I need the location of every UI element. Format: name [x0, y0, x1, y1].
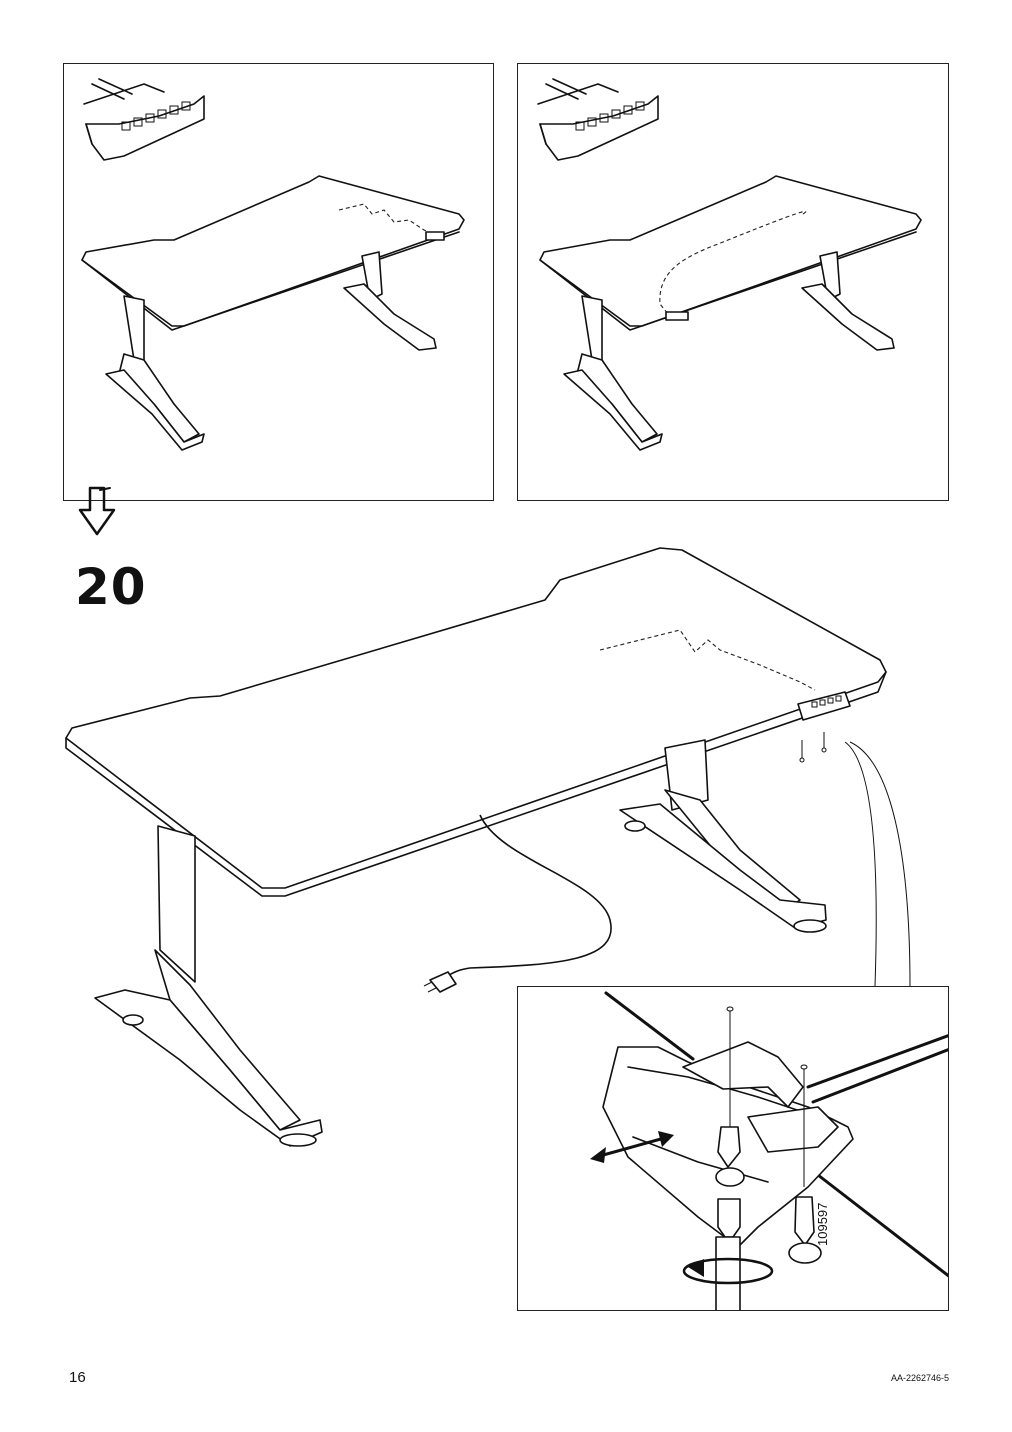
power-plug-icon [423, 971, 457, 993]
control-panel-icon [797, 691, 851, 721]
screw-icon [715, 1006, 745, 1187]
mounting-detail-illustration [590, 991, 948, 1310]
page-number: 16 [69, 1369, 86, 1386]
screw-icon [788, 1064, 822, 1264]
illustration-panel-left [63, 63, 494, 501]
screw-icon [799, 732, 827, 763]
desk-illustration-cable-right [537, 78, 922, 451]
desk-illustration-cable-left [81, 78, 465, 451]
down-arrow-icon [78, 486, 116, 536]
control-panel-icon [83, 78, 205, 161]
detail-panel-screw-mount [517, 986, 949, 1311]
part-number-label: 109597 [815, 1202, 830, 1246]
control-panel-icon [537, 78, 659, 161]
step-number: 20 [75, 558, 147, 616]
screwdriver-icon [682, 1198, 774, 1310]
document-code: AA-2262746-5 [890, 1373, 949, 1383]
illustration-panel-right [517, 63, 949, 501]
